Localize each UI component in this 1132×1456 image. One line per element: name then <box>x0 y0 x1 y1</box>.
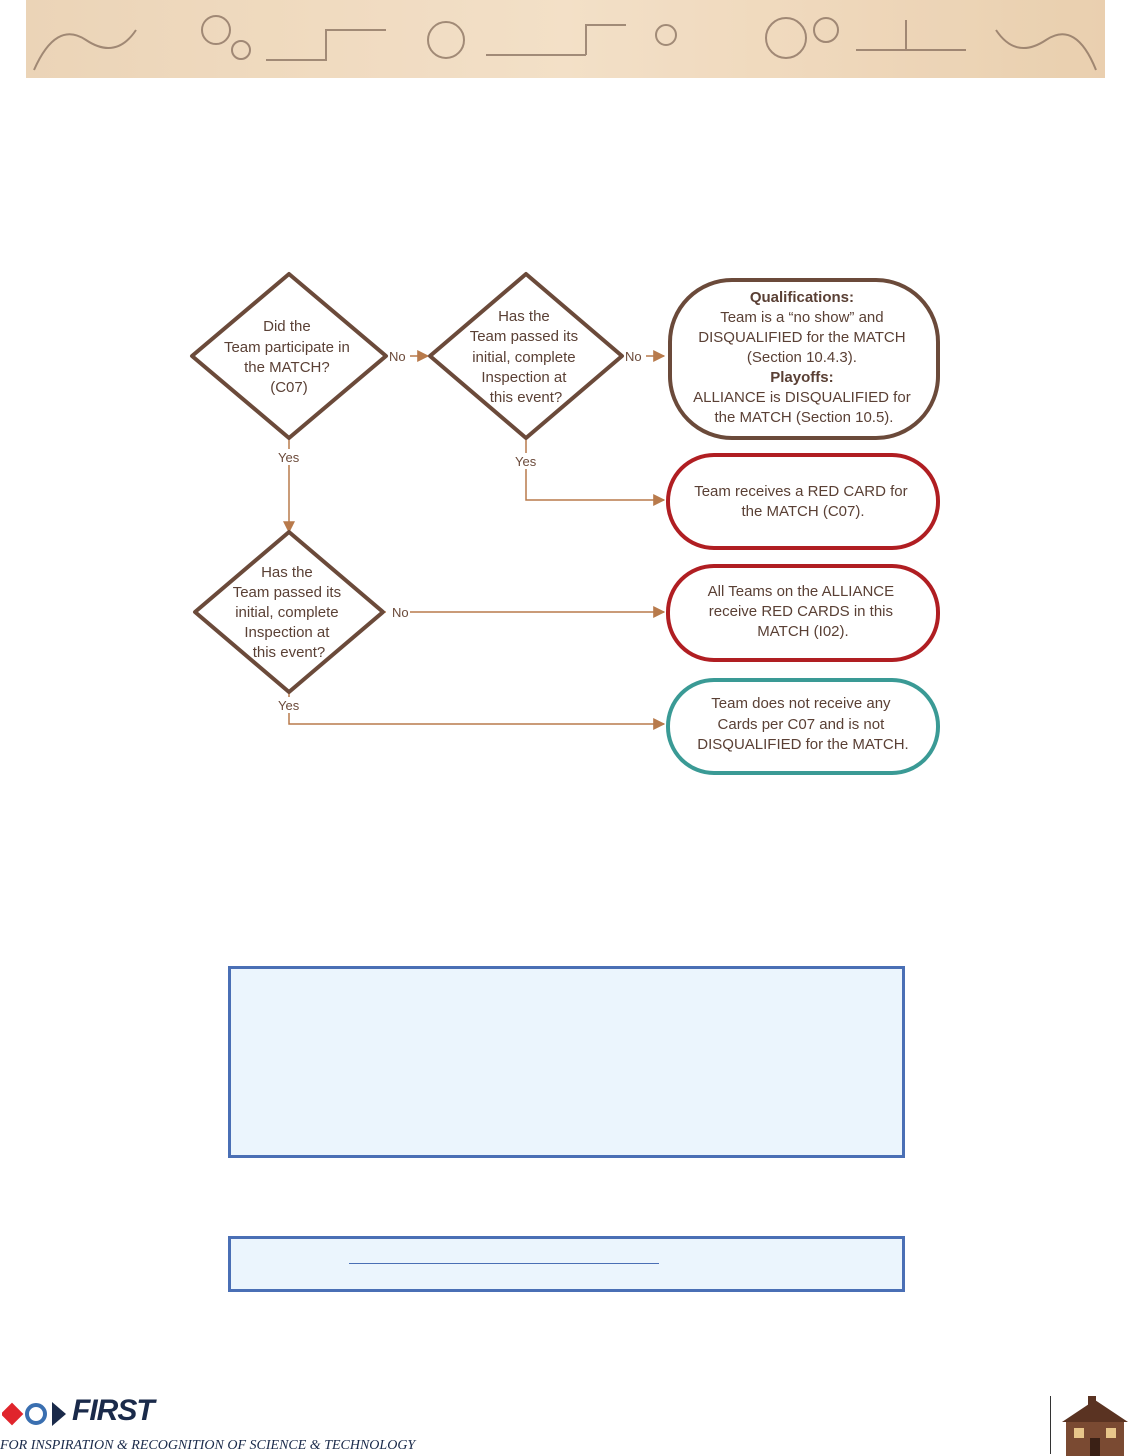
footer-divider <box>1050 1396 1051 1454</box>
edge-label-yes-1: Yes <box>278 450 300 465</box>
outcome-red-card: Team receives a RED CARD for the MATCH (… <box>666 453 940 550</box>
header-banner-image <box>26 0 1105 78</box>
decision-inspection-participated: Has the Team passed its initial, complet… <box>193 530 385 694</box>
note-box-small <box>228 1236 905 1292</box>
svg-text:Team receives a RED CARD for: Team receives a RED CARD for the MATCH (… <box>694 483 912 520</box>
edge-label-no-2: No <box>625 349 642 364</box>
svg-text:Team does not receive any: Team does not receive any Cards per C07 … <box>697 695 908 753</box>
svg-text:Has the Team passed its: Has the Team passed its initial, complet… <box>470 308 583 406</box>
edge-label-no-3: No <box>392 605 409 620</box>
outcome-no-card: Team does not receive any Cards per C07 … <box>666 678 940 775</box>
red-card-flowchart: No No Yes Yes No Yes Did the Team partic… <box>190 272 940 775</box>
first-tagline: FOR INSPIRATION & RECOGNITION OF SCIENCE… <box>0 1438 416 1453</box>
season-house-logo-icon <box>1062 1396 1128 1456</box>
edge-label-yes-3: Yes <box>278 698 300 713</box>
decision-participate: Did the Team participate in the MATCH? (… <box>190 272 388 440</box>
first-wordmark: FIRST <box>72 1394 155 1427</box>
edge-d3-to-no-card <box>288 692 666 730</box>
svg-text:Qualifications: Team is: Qualifications: Team is a “no show” and … <box>693 289 915 426</box>
edge-d2-to-red-card <box>525 438 666 506</box>
outcome-alliance-red-cards: All Teams on the ALLIANCE receive RED CA… <box>666 564 940 662</box>
first-logo: FIRST FOR INSPIRATION & RECOGNITION OF S… <box>0 1390 430 1456</box>
svg-text:Has the Team passed its: Has the Team passed its initial, complet… <box>233 564 346 661</box>
svg-text:All Teams on the ALLIANCE: All Teams on the ALLIANCE receive RED CA… <box>708 583 899 640</box>
edge-label-no-1: No <box>389 349 406 364</box>
outcome-no-show-disqualified: Qualifications: Team is a “no show” and … <box>668 278 940 440</box>
edge-label-yes-2: Yes <box>515 454 537 469</box>
first-logo-icon <box>2 1402 66 1426</box>
note-box-large <box>228 966 905 1158</box>
svg-text:Did the Team participate: Did the Team participate in the MATCH? (… <box>224 318 354 396</box>
decision-inspection-no-show: Has the Team passed its initial, complet… <box>428 272 624 440</box>
note-link-underline[interactable] <box>349 1263 659 1264</box>
